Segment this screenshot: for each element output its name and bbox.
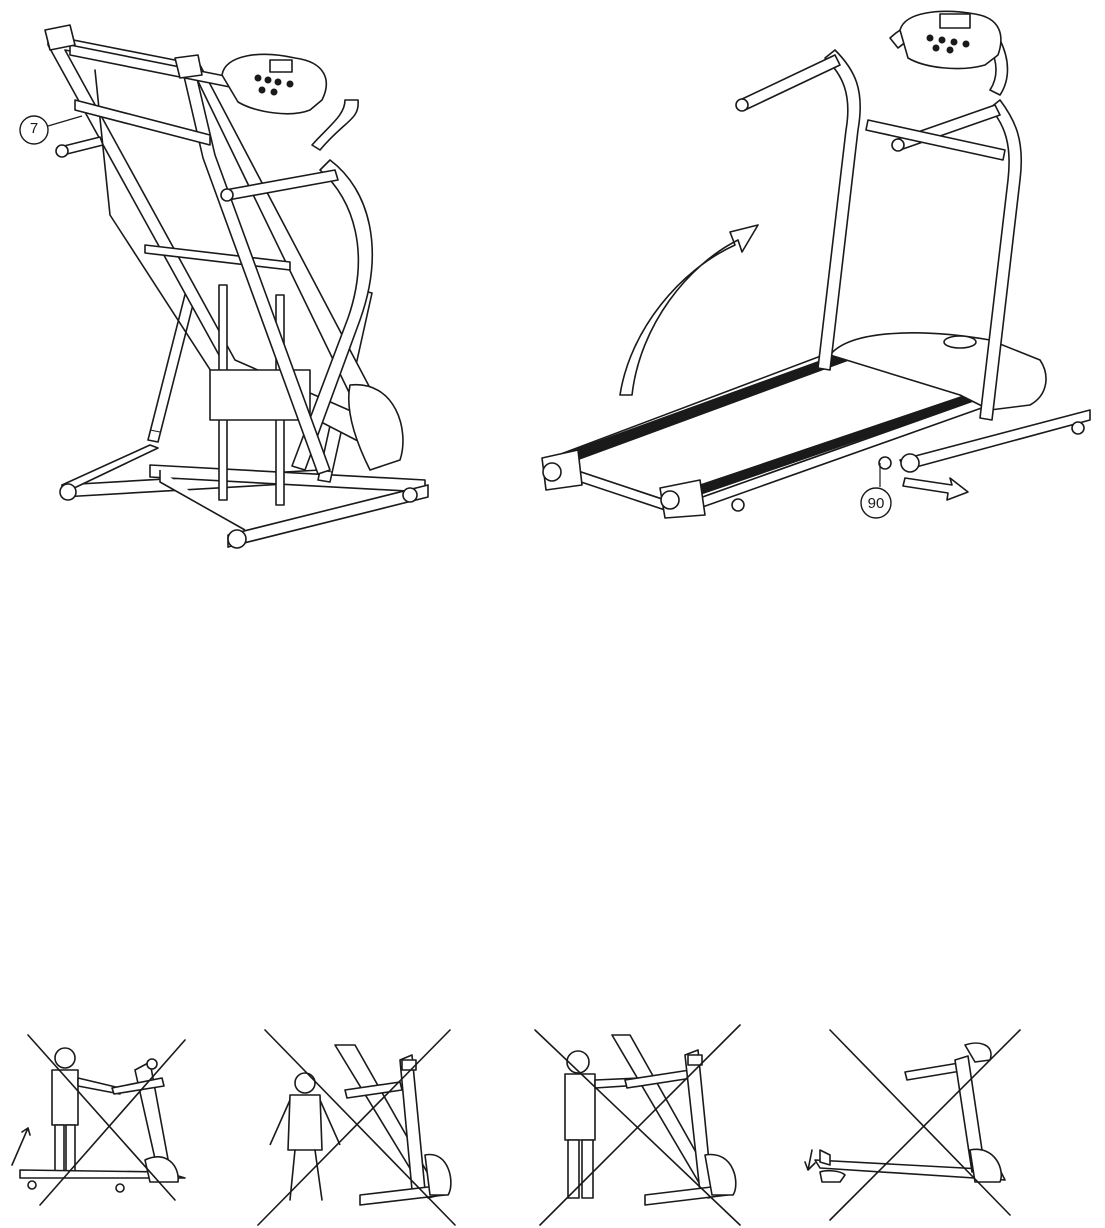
part-number-7: 7 — [20, 120, 48, 137]
warning-illustrations — [0, 1020, 1105, 1228]
lift-arrow-icon — [620, 225, 758, 395]
crossed-out-stand-behind-folded-illustration — [258, 1030, 455, 1225]
treadmill-unfolded-illustration — [520, 0, 1105, 565]
treadmill-folded-illustration — [0, 0, 460, 565]
crossed-out-object-under-deck-illustration — [805, 1030, 1020, 1220]
part-number-90: 90 — [858, 495, 894, 512]
part-callout-90 — [855, 455, 905, 525]
crossed-out-lift-deck-illustration — [12, 1035, 185, 1205]
crossed-out-push-folded-illustration — [535, 1025, 740, 1225]
pull-arrow-icon — [903, 478, 968, 500]
